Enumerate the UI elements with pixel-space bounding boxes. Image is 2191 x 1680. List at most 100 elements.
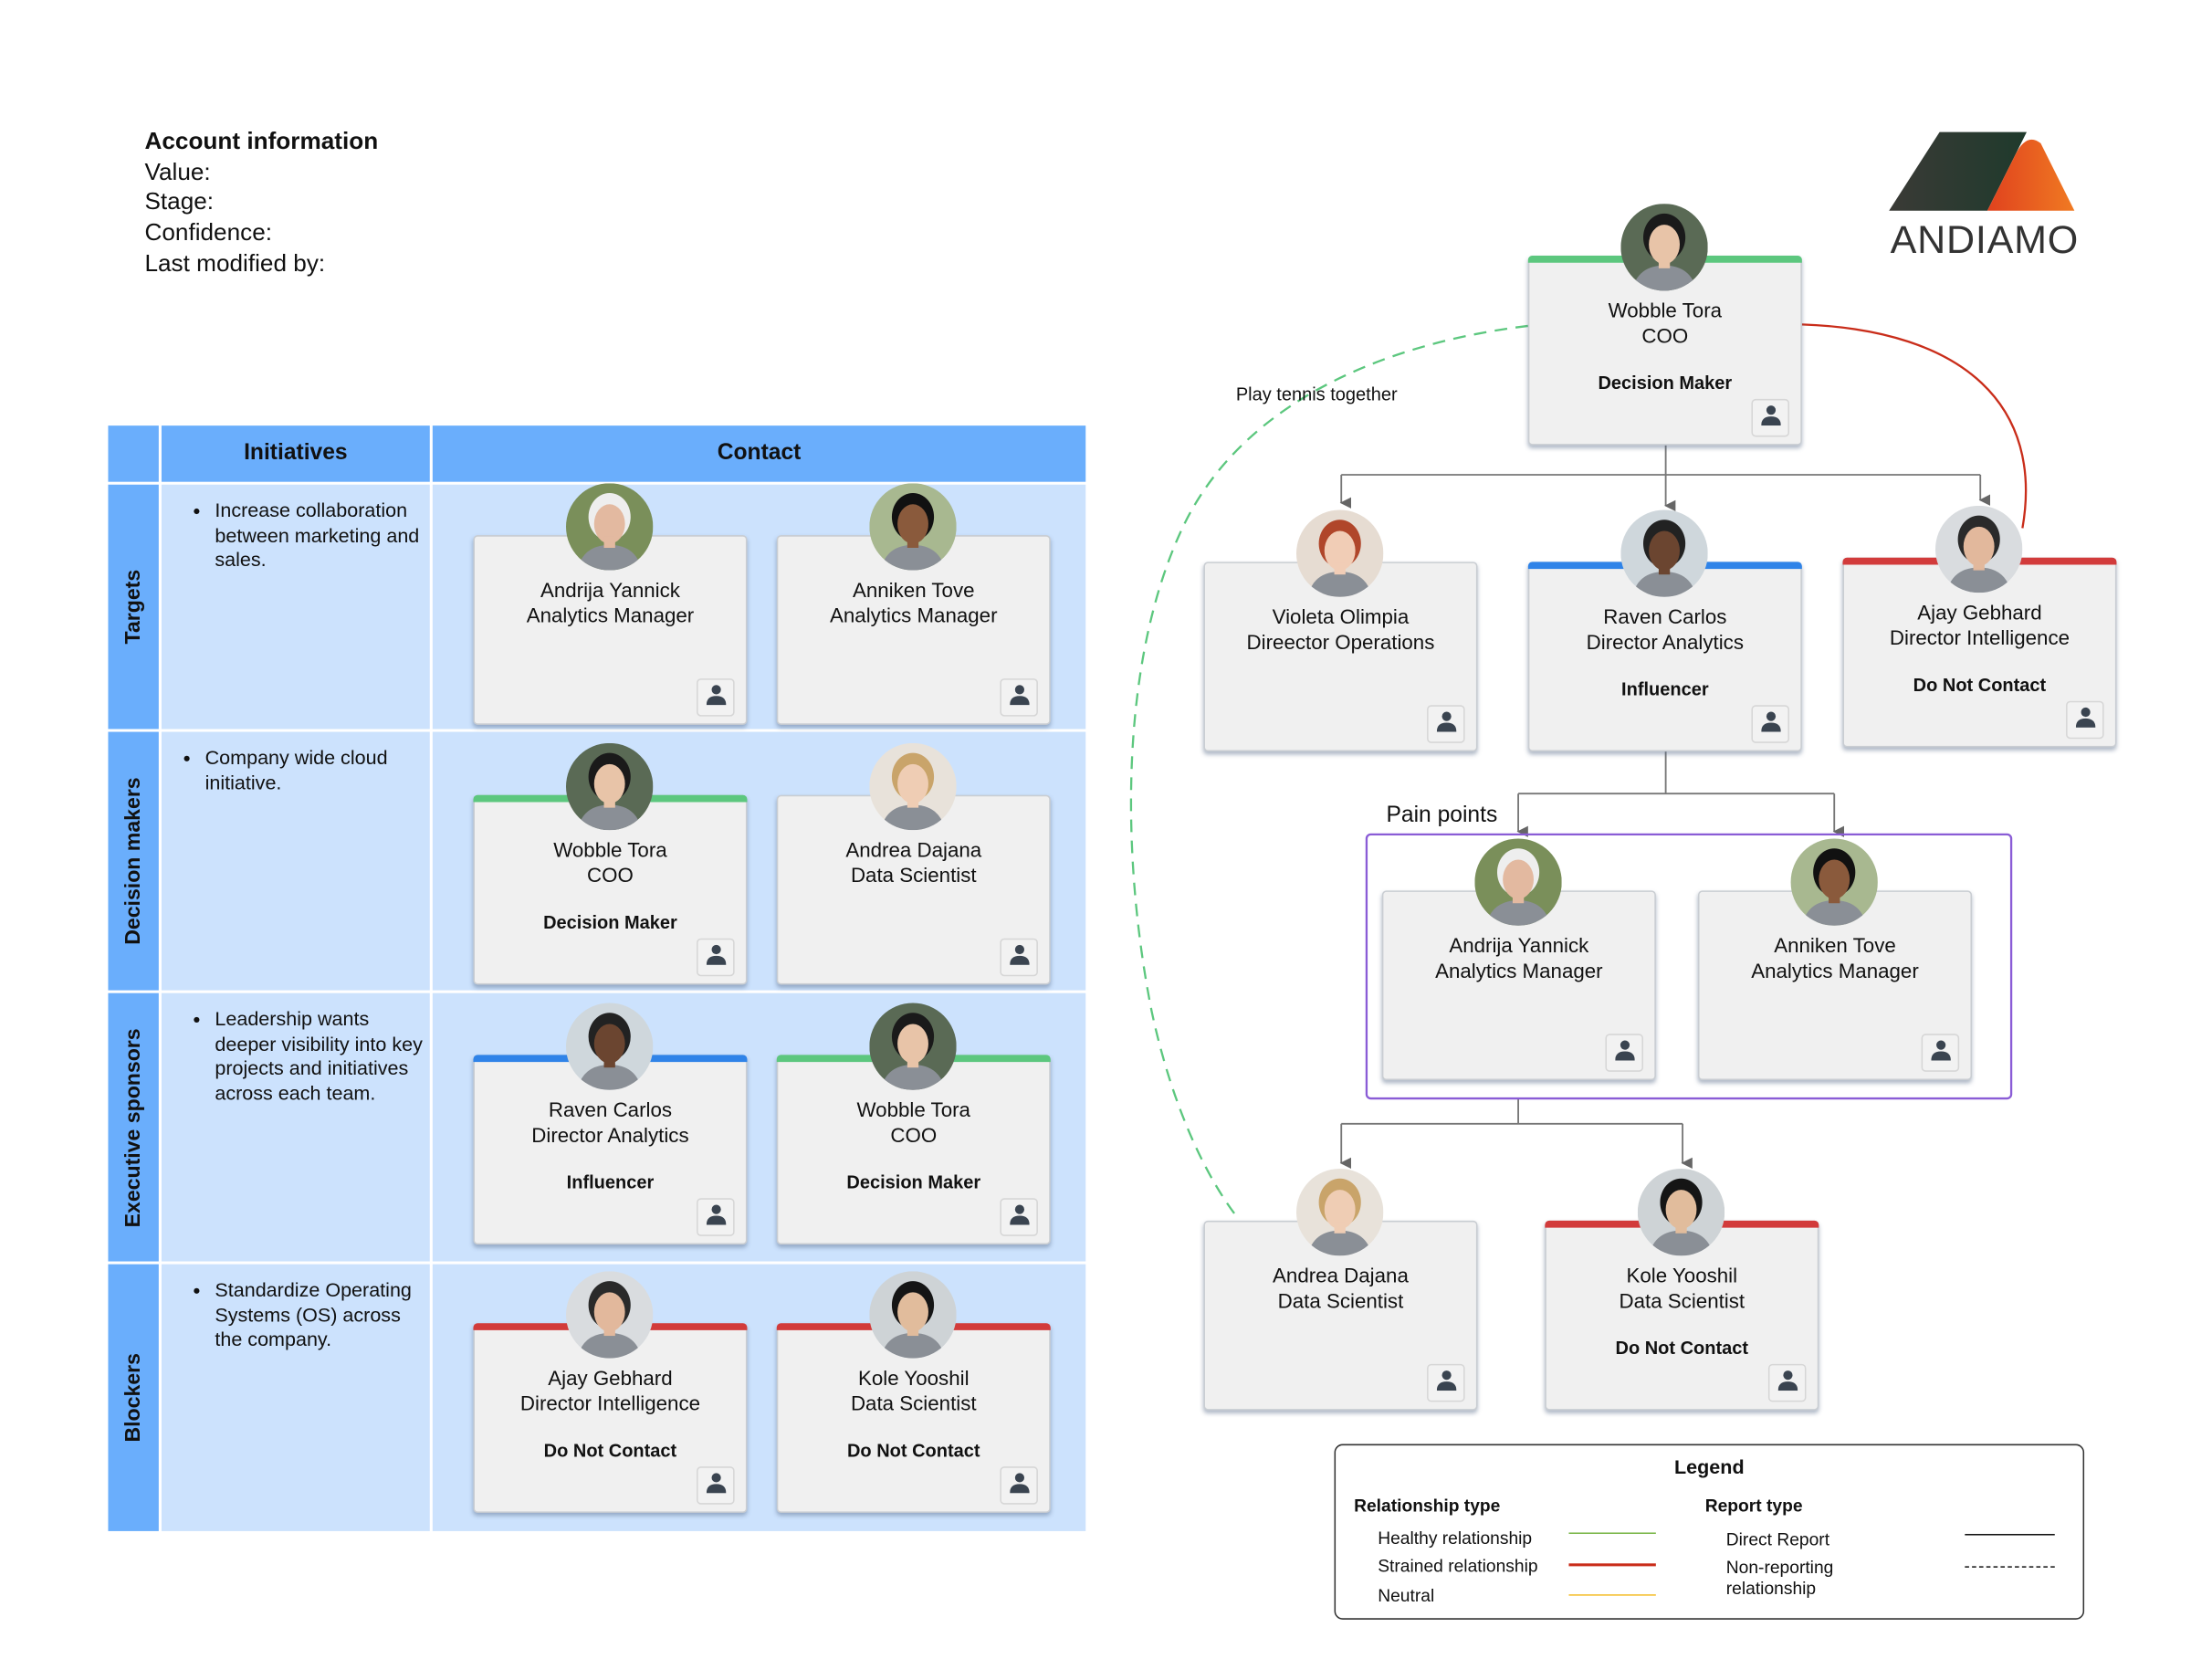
contact-title: Director Intelligence: [1889, 626, 2070, 650]
avatar-ajay-gebhard: [1934, 505, 2023, 593]
row-label-targets: Targets: [108, 484, 159, 730]
contact-title: Analytics Manager: [526, 604, 695, 627]
contact-name: Ajay Gebhard: [1917, 602, 2042, 625]
avatar-violeta-olimpia: [1295, 509, 1384, 597]
initiative-text: Standardize Operating Systems (OS) acros…: [215, 1278, 429, 1352]
person-button[interactable]: [1767, 1363, 1807, 1402]
contact-title: Director Intelligence: [519, 1392, 701, 1415]
table-corner: [108, 425, 159, 482]
contact-name: Ajay Gebhard: [548, 1368, 673, 1391]
person-button[interactable]: [1605, 1034, 1643, 1072]
account-title: Account information: [144, 127, 379, 155]
contact-title: Data Scientist: [1277, 1290, 1404, 1313]
contact-title: Analytics Manager: [830, 604, 998, 627]
legend-direct-line: [1965, 1533, 2055, 1536]
avatar-andrija-yannick: [1474, 838, 1562, 926]
account-modified-label: Last modified by:: [144, 249, 326, 277]
contact-name: Wobble Tora: [553, 839, 667, 863]
person-button[interactable]: [697, 1466, 735, 1505]
person-button[interactable]: [1000, 1198, 1038, 1236]
connector-coo-reports: [1341, 445, 1981, 476]
legend-title: Legend: [1674, 1454, 1745, 1478]
contact-title: Director Analytics: [1586, 631, 1744, 655]
avatar-kole-yooshil: [869, 1271, 957, 1359]
contact-name: Andrea Dajana: [845, 839, 982, 863]
contact-name: Kole Yooshil: [1626, 1265, 1738, 1288]
person-button[interactable]: [1751, 705, 1789, 743]
contact-title: Data Scientist: [850, 864, 977, 887]
person-icon: [1760, 710, 1780, 737]
legend-relationship-title: Relationship type: [1354, 1496, 1501, 1516]
contact-name: Anniken Tove: [1774, 935, 1896, 959]
legend-neutral-label: Neutral: [1378, 1585, 1435, 1606]
contact-title: Analytics Manager: [1435, 960, 1603, 983]
connector-raven-reports: [1518, 751, 1835, 795]
person-button[interactable]: [1000, 678, 1038, 717]
initiative-cell: Company wide cloud initiative.: [161, 731, 430, 991]
status-badge: Decision Maker: [1598, 372, 1733, 394]
avatar-ajay-gebhard: [565, 1271, 654, 1359]
avatar-wobble-tora: [565, 742, 654, 831]
avatar-wobble-tora: [869, 1003, 957, 1090]
avatar-anniken-tove: [1790, 838, 1878, 926]
row-label-text: Targets: [121, 569, 146, 645]
person-button[interactable]: [2066, 700, 2104, 740]
contact-name: Andrija Yannick: [1449, 935, 1589, 959]
healthy-relationship-line: [1129, 324, 1528, 1221]
strained-relationship-line: [1801, 323, 2028, 529]
logo-text: ANDIAMO: [1891, 218, 2079, 262]
person-button[interactable]: [1427, 1363, 1465, 1402]
person-button[interactable]: [1000, 938, 1038, 977]
account-stage-label: Stage:: [144, 188, 215, 216]
contact-title: COO: [1641, 325, 1689, 348]
status-badge: Do Not Contact: [1615, 1337, 1749, 1359]
row-label-decision-makers: Decision makers: [108, 731, 159, 991]
person-button[interactable]: [697, 678, 735, 717]
account-value-label: Value:: [144, 158, 211, 185]
person-button[interactable]: [697, 938, 735, 977]
person-icon: [1436, 710, 1456, 737]
person-icon: [1009, 1472, 1029, 1498]
tennis-relationship-label: Play tennis together: [1235, 383, 1398, 405]
person-icon: [1009, 684, 1029, 710]
person-icon: [1777, 1370, 1798, 1396]
person-button[interactable]: [1000, 1466, 1038, 1505]
legend: Legend Relationship type Healthy relatio…: [1334, 1444, 2085, 1620]
contact-title: Direector Operations: [1246, 631, 1435, 655]
person-icon: [1930, 1039, 1951, 1066]
contact-name: Andrea Dajana: [1273, 1265, 1409, 1288]
status-badge: Do Not Contact: [1913, 674, 2047, 696]
legend-nonreporting-label: Non-reporting relationship: [1725, 1558, 1834, 1599]
person-icon: [706, 1472, 726, 1498]
contact-name: Anniken Tove: [852, 580, 975, 603]
connector-pain-reports: [1341, 1098, 1683, 1125]
person-button[interactable]: [1427, 705, 1465, 743]
contact-title: COO: [587, 864, 634, 887]
avatar-kole-yooshil: [1637, 1168, 1725, 1256]
person-button[interactable]: [1921, 1034, 1960, 1072]
person-button[interactable]: [1751, 398, 1789, 437]
avatar-andrea-dajana: [1295, 1168, 1384, 1256]
legend-neutral-line: [1568, 1594, 1656, 1596]
person-icon: [1614, 1039, 1634, 1066]
contact-title: Data Scientist: [850, 1392, 977, 1415]
person-button[interactable]: [697, 1198, 735, 1236]
person-icon: [706, 1203, 726, 1230]
person-icon: [1760, 404, 1780, 431]
